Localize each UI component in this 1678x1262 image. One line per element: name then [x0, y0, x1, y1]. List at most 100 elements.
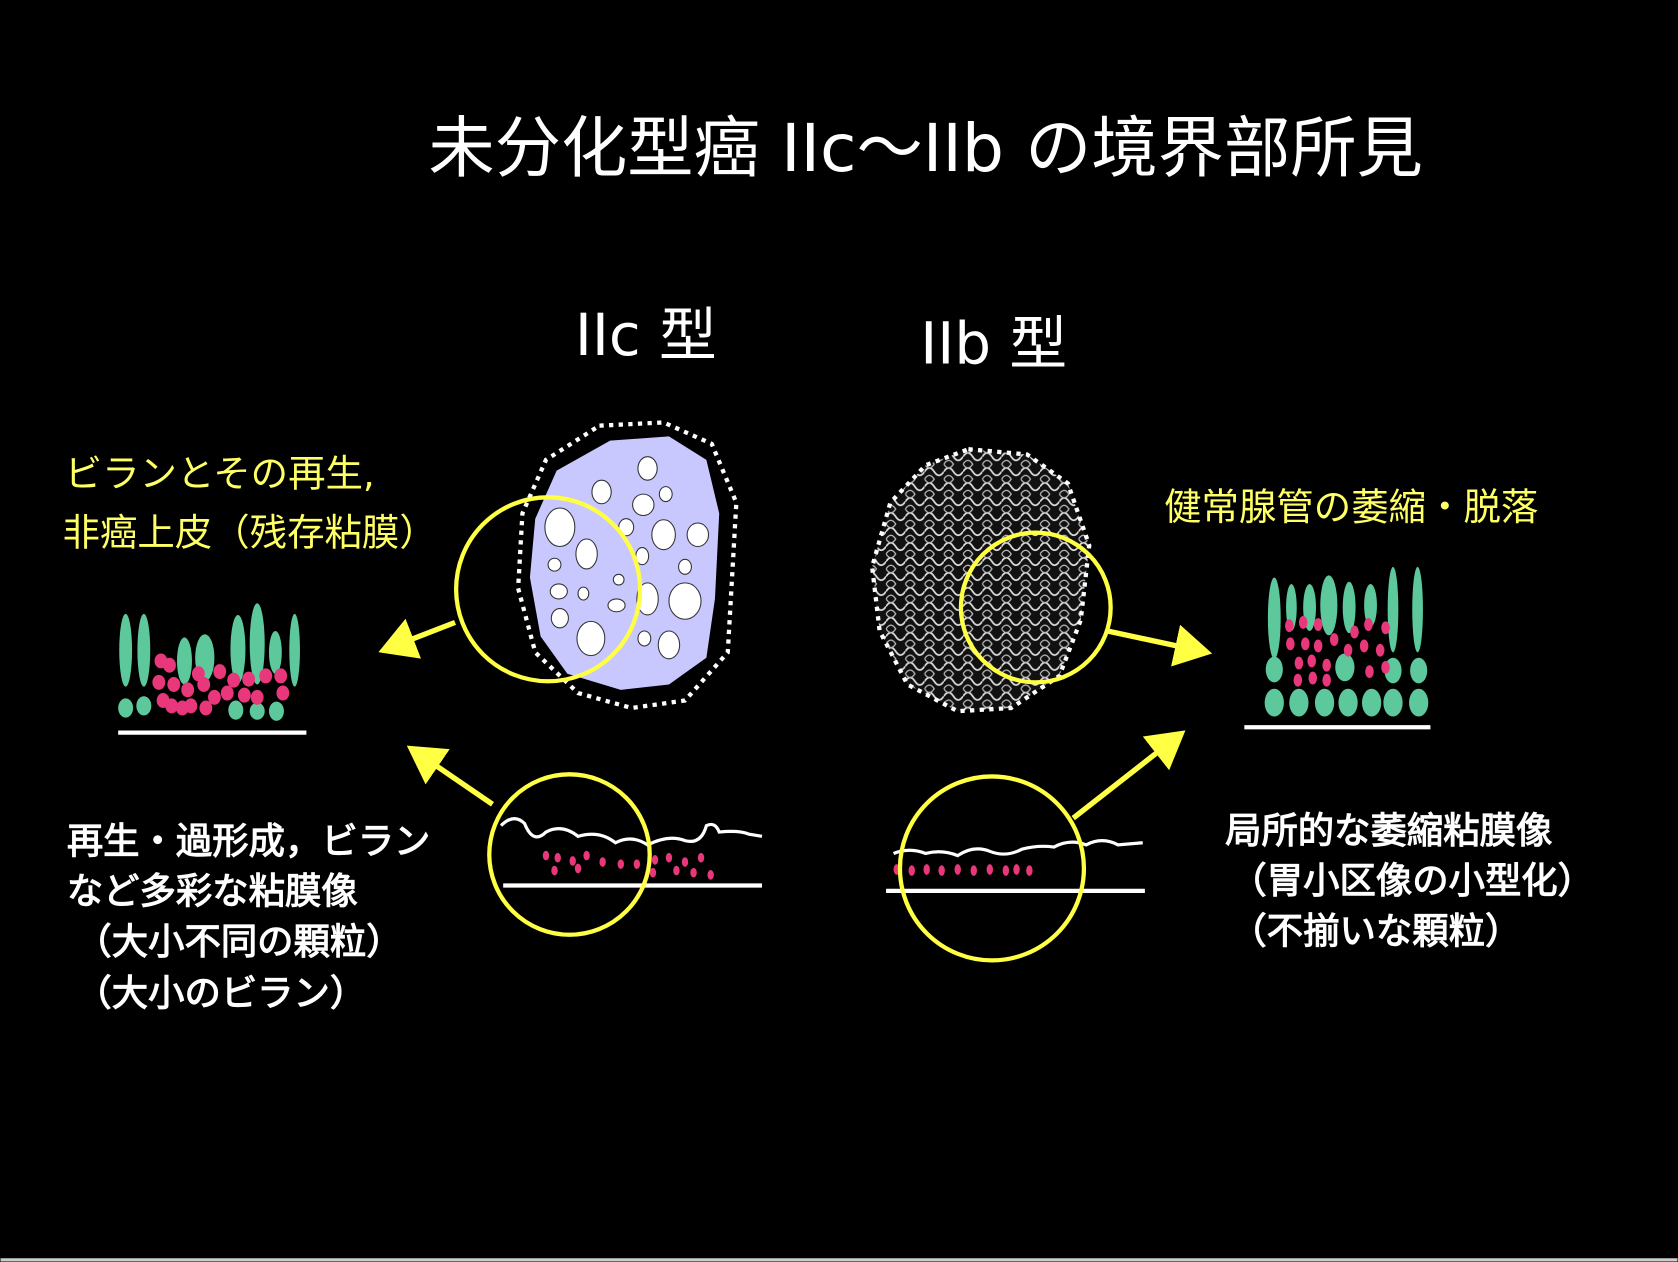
- cell: [1308, 671, 1318, 685]
- right-yellow-label: 健常腺管の萎縮・脱落: [1164, 485, 1538, 529]
- cell: [1002, 865, 1010, 876]
- cell: [681, 857, 689, 867]
- cell: [617, 859, 625, 869]
- right-white-line-3: （不揃いな顆粒）: [1230, 909, 1521, 952]
- erosion-shape: [549, 583, 568, 600]
- cell: [167, 676, 181, 692]
- cell: [1381, 621, 1390, 635]
- cell: [181, 682, 195, 698]
- cell: [152, 674, 166, 690]
- iib-profile: [886, 839, 1145, 894]
- gland: [1387, 566, 1399, 653]
- cell: [1313, 618, 1323, 631]
- right-white-line-2: （胃小区像の小型化）: [1230, 859, 1594, 902]
- cell: [707, 870, 714, 880]
- type-iib-label: IIb 型: [920, 310, 1067, 378]
- gland: [1267, 577, 1281, 659]
- cell: [665, 852, 673, 863]
- cell: [908, 865, 915, 876]
- gland: [137, 613, 151, 687]
- erosion-shape: [658, 486, 673, 503]
- cell: [986, 864, 994, 875]
- cell: [175, 700, 189, 716]
- iib-lesion: [869, 447, 1092, 714]
- iic-magnify-circle: [453, 495, 643, 684]
- erosion-shapes: [544, 456, 710, 660]
- gland: [1289, 688, 1309, 717]
- gland: [1383, 688, 1403, 717]
- erosion-shape: [544, 507, 576, 548]
- cell: [156, 693, 170, 709]
- cell: [1343, 643, 1353, 657]
- erosion-shape: [637, 630, 652, 647]
- cell: [1350, 625, 1359, 639]
- cell: [199, 700, 213, 716]
- erosion-shape: [657, 630, 681, 660]
- cell: [1329, 633, 1339, 646]
- left-white-line-4: （大小のビラン）: [75, 971, 366, 1014]
- left-yellow-line-2: 非癌上皮（残存粘膜）: [63, 510, 437, 554]
- iic-lesion: [515, 420, 739, 711]
- erosion-shape: [637, 456, 658, 481]
- cell: [237, 687, 251, 703]
- gland: [1364, 583, 1377, 627]
- cell: [1301, 637, 1310, 651]
- cell: [1322, 673, 1331, 687]
- erosion-shape: [668, 582, 702, 620]
- cell: [690, 867, 697, 878]
- gland: [1265, 656, 1283, 683]
- gland: [230, 614, 246, 684]
- arrow-iib-upper: [1106, 624, 1213, 667]
- gland: [1320, 575, 1338, 636]
- cell: [1284, 619, 1294, 633]
- gland: [268, 701, 284, 721]
- left-white-line-3: （大小不同の顆粒）: [75, 920, 402, 963]
- erosion-shape: [632, 493, 655, 517]
- cell: [1381, 660, 1390, 674]
- iic-profile-circle: [487, 772, 652, 937]
- gland: [176, 637, 192, 685]
- erosion-shape: [575, 538, 598, 570]
- cell: [542, 850, 550, 861]
- erosion-shape: [577, 586, 590, 601]
- gland: [249, 702, 265, 720]
- cell: [673, 865, 680, 876]
- cell: [1322, 658, 1331, 672]
- gland: [1412, 566, 1423, 653]
- cell: [954, 864, 961, 875]
- right-gland-diagram: [1264, 566, 1429, 717]
- erosion-shape: [636, 582, 659, 616]
- gland: [1264, 688, 1284, 717]
- cell: [1026, 865, 1033, 876]
- left-white-line-2: など多彩な粘膜像: [67, 870, 359, 913]
- left-gland-diagram: [118, 603, 300, 721]
- cell: [1313, 639, 1323, 653]
- erosion-shape: [591, 479, 612, 505]
- gland: [289, 613, 300, 687]
- cell: [651, 855, 659, 865]
- gland: [1338, 688, 1358, 717]
- arrow-iib-lower: [1071, 730, 1186, 821]
- cell: [1364, 618, 1373, 631]
- cell: [697, 852, 705, 863]
- erosion-shape: [576, 620, 606, 657]
- cell: [274, 668, 288, 684]
- cell: [599, 857, 606, 867]
- cell: [574, 863, 582, 874]
- cell: [220, 685, 234, 701]
- cell: [1375, 643, 1385, 657]
- cell: [1298, 616, 1308, 629]
- cell: [1365, 665, 1374, 679]
- gland: [228, 700, 244, 720]
- cell: [970, 865, 977, 876]
- arrow-iic-upper: [378, 618, 457, 659]
- gland: [136, 696, 152, 716]
- left-yellow-line-1: ビランとその再生,: [65, 452, 375, 496]
- cell: [163, 657, 176, 673]
- gland: [1286, 583, 1297, 631]
- erosion-shape: [547, 557, 562, 572]
- gland: [1361, 688, 1382, 717]
- gland: [249, 603, 265, 685]
- cell: [1293, 673, 1303, 687]
